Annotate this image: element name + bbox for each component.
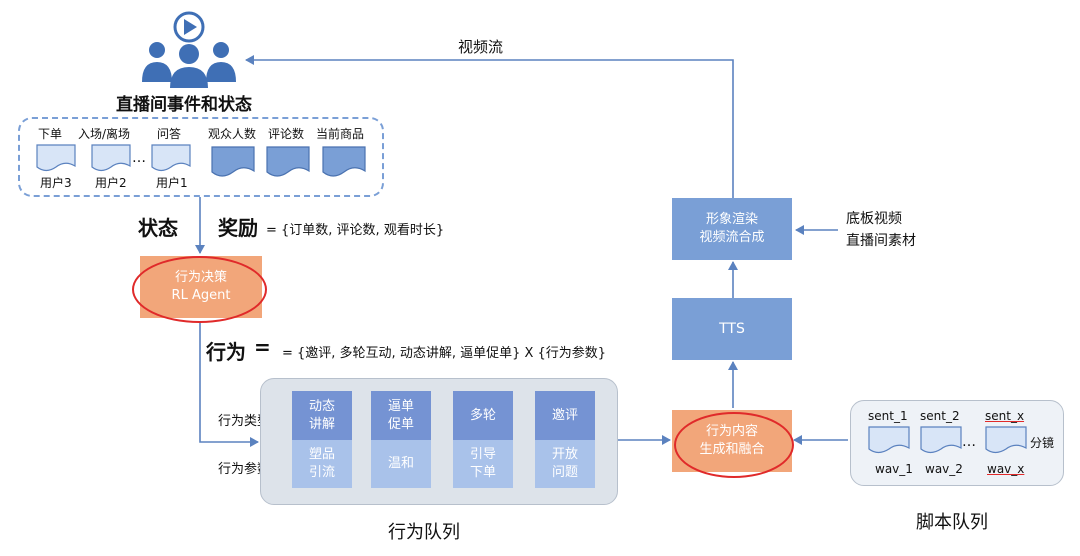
wav-2: wav_2: [925, 462, 963, 476]
render-line2: 视频流合成: [699, 230, 765, 245]
highlight-ring: [674, 412, 794, 478]
cell-line: 多轮: [469, 407, 496, 423]
behavior-type-label: 行为类型: [218, 414, 271, 429]
sent-1: sent_1: [868, 409, 908, 423]
behavior-param-shape-product: 塑品 引流: [292, 440, 352, 488]
behavior-param-open-question: 开放 问题: [535, 440, 595, 488]
behavior-type-push-order: 逼单 促单: [371, 391, 431, 440]
event-label-qa: 问答: [157, 127, 182, 141]
reward-label: 奖励: [218, 216, 258, 240]
script-ellipsis: …: [962, 434, 976, 450]
live-material-label: 直播间素材: [846, 233, 916, 249]
stat-doc-icon: [266, 146, 310, 177]
event-user-2: 用户2: [95, 176, 127, 190]
tts-box: TTS: [672, 298, 792, 360]
event-label-enter-leave: 入场/离场: [78, 127, 131, 141]
stat-label-current-product: 当前商品: [316, 127, 365, 141]
script-doc-icon: [920, 426, 962, 454]
behavior-type-invite-review: 邀评: [535, 391, 595, 440]
sent-x: sent_x: [985, 409, 1025, 423]
cell-line: 促单: [387, 416, 414, 432]
cell-line: 引流: [308, 465, 335, 480]
behavior-type-dynamic-explain: 动态 讲解: [292, 391, 352, 440]
event-doc-icon: [36, 144, 76, 172]
wav-x: wav_x: [987, 462, 1025, 476]
event-doc-icon: [91, 144, 131, 172]
action-arrow: [199, 322, 259, 447]
script-doc-icon: [868, 426, 910, 454]
state-label: 状态: [138, 216, 178, 240]
stat-label-viewers: 观众人数: [208, 127, 257, 141]
highlight-ring: [132, 256, 267, 323]
script-doc-icon: [985, 426, 1027, 454]
cell-line: 塑品: [308, 447, 335, 463]
behavior-queue-title: 行为队列: [388, 522, 460, 543]
stat-label-comments: 评论数: [268, 127, 305, 141]
video-stream-label: 视频流: [458, 38, 504, 56]
action-label: 行为: [206, 340, 246, 364]
behavior-param-label: 行为参数: [218, 462, 271, 477]
reward-set: = {订单数, 评论数, 观看时长}: [266, 223, 445, 238]
event-user-3: 用户3: [40, 176, 72, 190]
cell-line: 动态: [308, 398, 335, 414]
script-queue-title: 脚本队列: [916, 512, 988, 533]
cell-line: 讲解: [308, 416, 335, 432]
event-user-1: 用户1: [156, 176, 188, 190]
render-line1: 形象渲染: [705, 212, 758, 228]
cell-line: 引导: [469, 447, 496, 463]
event-label-order: 下单: [38, 127, 63, 141]
shot-label: 分镜: [1030, 436, 1055, 450]
behavior-param-guide-order: 引导 下单: [453, 440, 513, 488]
live-audience-icon: [142, 11, 236, 88]
cell-line: 开放: [551, 447, 578, 463]
video-stream-arrow: [245, 55, 734, 198]
cell-line: 邀评: [551, 407, 578, 423]
event-ellipsis: …: [132, 150, 146, 166]
sent-2: sent_2: [920, 409, 960, 423]
stat-doc-icon: [322, 146, 366, 177]
tts-label: TTS: [719, 320, 745, 337]
base-video-label: 底板视频: [846, 211, 902, 227]
cell-line: 下单: [469, 465, 496, 480]
stat-doc-icon: [211, 146, 255, 177]
live-events-title: 直播间事件和状态: [116, 95, 252, 115]
behavior-type-multi-turn: 多轮: [453, 391, 513, 440]
action-set: = {邀评, 多轮互动, 动态讲解, 逼单促单} X {行为参数}: [282, 346, 607, 361]
render-box: 形象渲染 视频流合成: [672, 198, 792, 260]
wav-1: wav_1: [875, 462, 913, 476]
cell-line: 温和: [387, 456, 414, 472]
event-doc-icon: [151, 144, 191, 172]
cell-line: 逼单: [387, 398, 414, 414]
cell-line: 问题: [551, 465, 578, 480]
behavior-param-gentle: 温和: [371, 440, 431, 488]
